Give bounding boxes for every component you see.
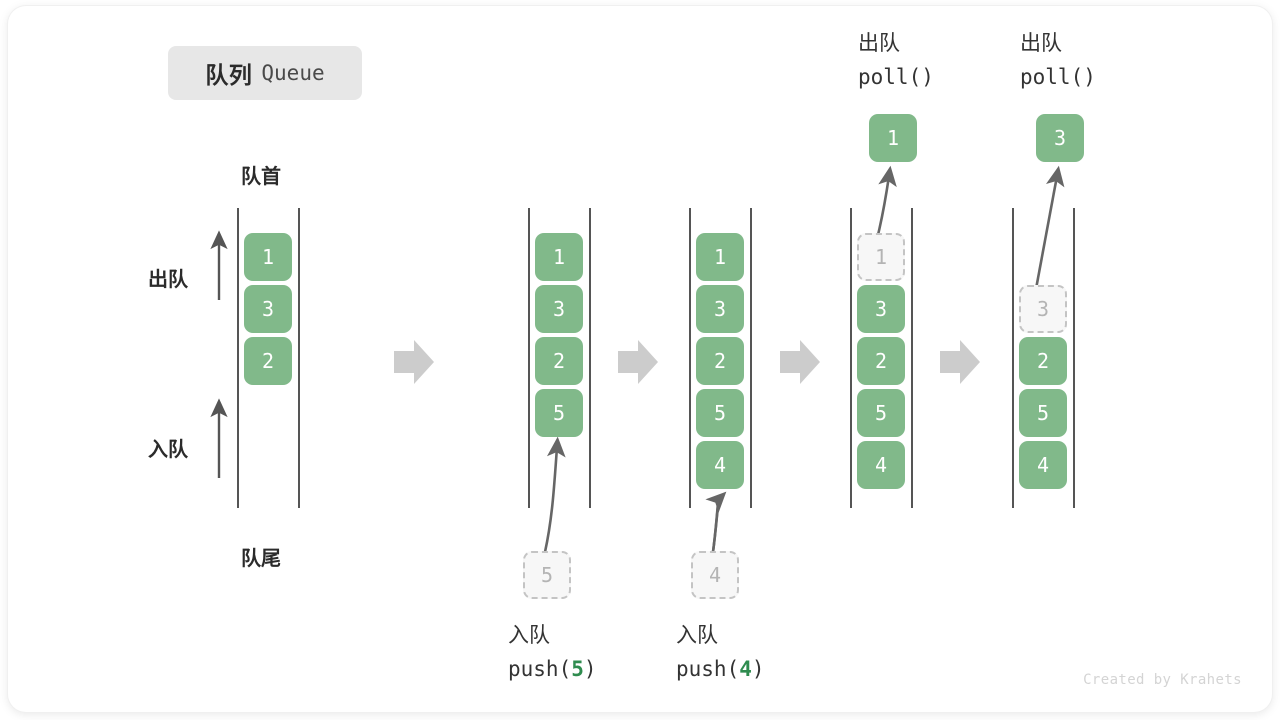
push-4-code-number: 4 (739, 656, 752, 681)
queue-item: 5 (535, 389, 583, 437)
outgoing-item: 3 (1036, 114, 1084, 162)
queue-item: 3 (244, 285, 292, 333)
rear-label: 队尾 (241, 548, 281, 570)
watermark: Created by Krahets (1083, 672, 1242, 688)
outgoing-item: 1 (869, 114, 917, 162)
poll-3-header: 出队 poll() (1020, 28, 1096, 93)
push-5-caption: 入队 push(5) (508, 620, 597, 685)
push-5-caption-code: push(5) (508, 653, 597, 686)
queue-item: 2 (1019, 337, 1067, 385)
queue-item-ghost: 1 (857, 233, 905, 281)
queue-item: 3 (535, 285, 583, 333)
poll-1-header-code: poll() (858, 64, 934, 89)
push-4-code-suffix: ) (751, 656, 765, 681)
push-4-code-prefix: push( (676, 656, 740, 681)
queue-item: 1 (696, 233, 744, 281)
push-5-code-number: 5 (571, 656, 584, 681)
push-5-code-prefix: push( (508, 656, 572, 681)
push-4-caption-code: push(4) (676, 653, 765, 686)
queue-item: 5 (857, 389, 905, 437)
title-chinese: 队列 (205, 62, 253, 88)
queue-item: 5 (1019, 389, 1067, 437)
queue-item: 4 (857, 441, 905, 489)
queue-item: 1 (244, 233, 292, 281)
dequeue-label: 出队 (148, 269, 188, 291)
incoming-ghost-item: 4 (691, 551, 739, 599)
front-label: 队首 (241, 166, 281, 188)
title-english: Queue (261, 61, 325, 85)
enqueue-label: 入队 (148, 439, 188, 461)
poll-1-header-cn: 出队 (858, 32, 900, 55)
push-4-caption-cn: 入队 (676, 624, 718, 647)
queue-item: 3 (857, 285, 905, 333)
poll-3-header-cn: 出队 (1020, 32, 1062, 55)
queue-item: 2 (535, 337, 583, 385)
queue-item-ghost: 3 (1019, 285, 1067, 333)
push-5-caption-cn: 入队 (508, 624, 550, 647)
queue-item: 2 (696, 337, 744, 385)
queue-item: 4 (696, 441, 744, 489)
queue-item: 1 (535, 233, 583, 281)
queue-item: 2 (244, 337, 292, 385)
push-5-code-suffix: ) (583, 656, 597, 681)
incoming-ghost-item: 5 (523, 551, 571, 599)
queue-item: 2 (857, 337, 905, 385)
queue-item: 4 (1019, 441, 1067, 489)
diagram-card (8, 6, 1272, 712)
queue-item: 5 (696, 389, 744, 437)
push-4-caption: 入队 push(4) (676, 620, 765, 685)
queue-item: 3 (696, 285, 744, 333)
poll-1-header: 出队 poll() (858, 28, 934, 93)
diagram-title-chip: 队列 Queue (168, 46, 362, 100)
poll-3-header-code: poll() (1020, 64, 1096, 89)
